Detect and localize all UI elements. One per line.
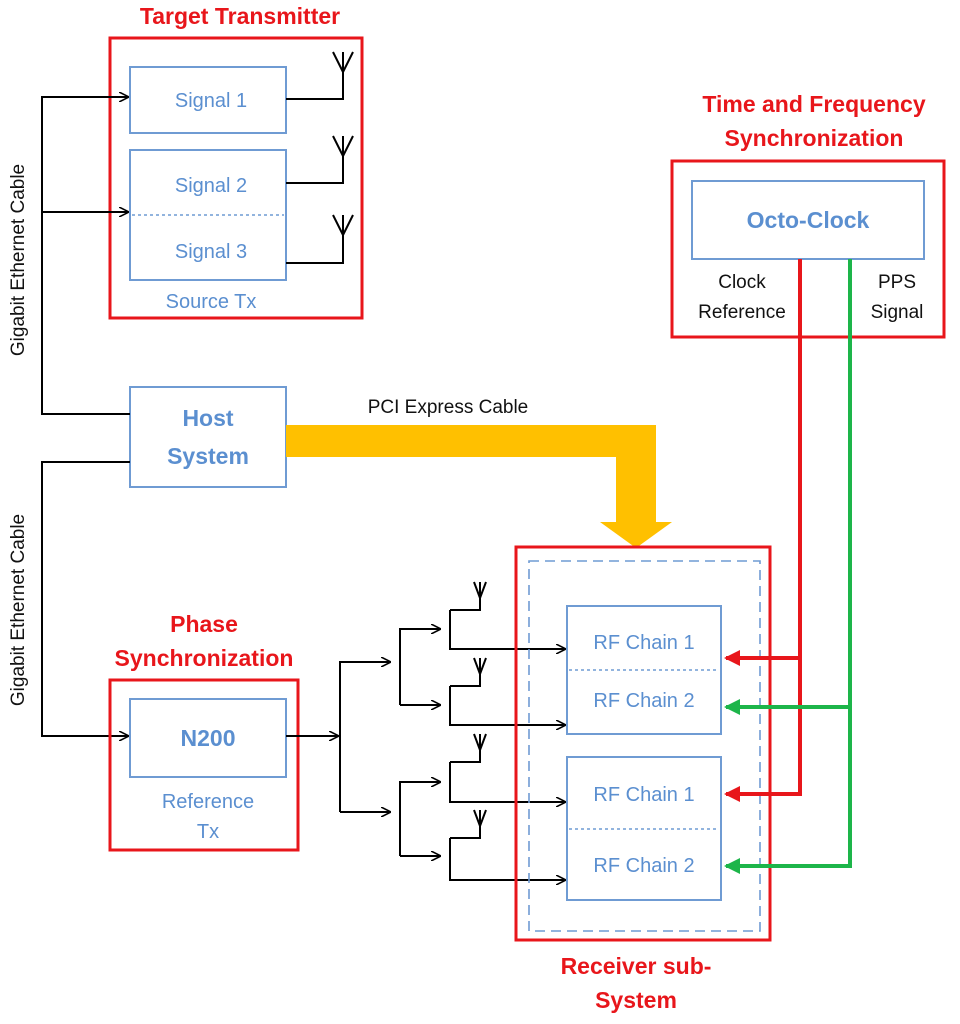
target-transmitter-title: Target Transmitter [140,3,340,29]
rf-chain-label: RF Chain 1 [593,632,694,654]
signal1-wire [286,72,344,100]
octo-clock-box [691,180,925,260]
time-sync-title-1: Time and Frequency [702,91,925,117]
rf-chain-label: RF Chain 1 [593,784,694,806]
gigabit-wire-signal1 [41,97,130,415]
phase-sync-frame [108,678,300,852]
antenna-icon [332,51,354,73]
gigabit-wire-n200 [41,461,130,736]
phase-sync-title-2: Synchronization [115,645,294,671]
clock-reference-label-2: Reference [698,302,786,323]
antenna-icon [473,809,487,827]
time-sync-frame [670,159,946,339]
pci-express-cable [286,425,672,548]
rf-chain-label: RF Chain 2 [593,855,694,877]
signal1-label: Signal 1 [175,90,247,112]
receiver-title-2: System [595,987,677,1013]
reference-tx-label-1: Reference [162,791,254,813]
host-system-label-2: System [167,443,249,469]
pps-wire-2 [724,707,852,874]
rf-chain-label: RF Chain 2 [593,690,694,712]
host-system-label-1: Host [182,405,233,431]
receiver-frame [514,545,772,942]
antenna-icon [473,733,487,751]
clock-reference-wire-2 [724,658,802,802]
signal3-wire [286,235,344,264]
antenna-icon [332,214,354,236]
phase-sync-title-1: Phase [170,611,238,637]
pps-signal-label-1: PPS [878,272,916,293]
gigabit-cable-label-bottom: Gigabit Ethernet Cable [8,514,29,706]
clock-reference-label-1: Clock [718,272,766,293]
signal1-box [129,66,287,134]
target-transmitter-frame [108,36,364,320]
antenna-icon [332,135,354,157]
pps-wire-1 [724,259,852,715]
n200-box [129,698,287,778]
reference-distribution-tree [286,598,565,880]
gigabit-cable-label-top: Gigabit Ethernet Cable [8,164,29,356]
signal2-wire [286,156,344,184]
host-system-box [129,386,287,488]
receiver-title-1: Receiver sub- [561,953,712,979]
source-tx-label: Source Tx [166,291,257,313]
antenna-icon [473,581,487,599]
reference-tx-label-2: Tx [197,821,219,843]
n200-label: N200 [181,725,236,751]
antenna-icon [473,657,487,675]
receiver-inner-dashed [528,560,761,932]
pps-signal-label-2: Signal [871,302,924,323]
time-sync-title-2: Synchronization [725,125,904,151]
signal2-label: Signal 2 [175,175,247,197]
pci-express-label: PCI Express Cable [368,397,529,418]
octo-clock-label: Octo-Clock [747,207,870,233]
signal3-label: Signal 3 [175,241,247,263]
